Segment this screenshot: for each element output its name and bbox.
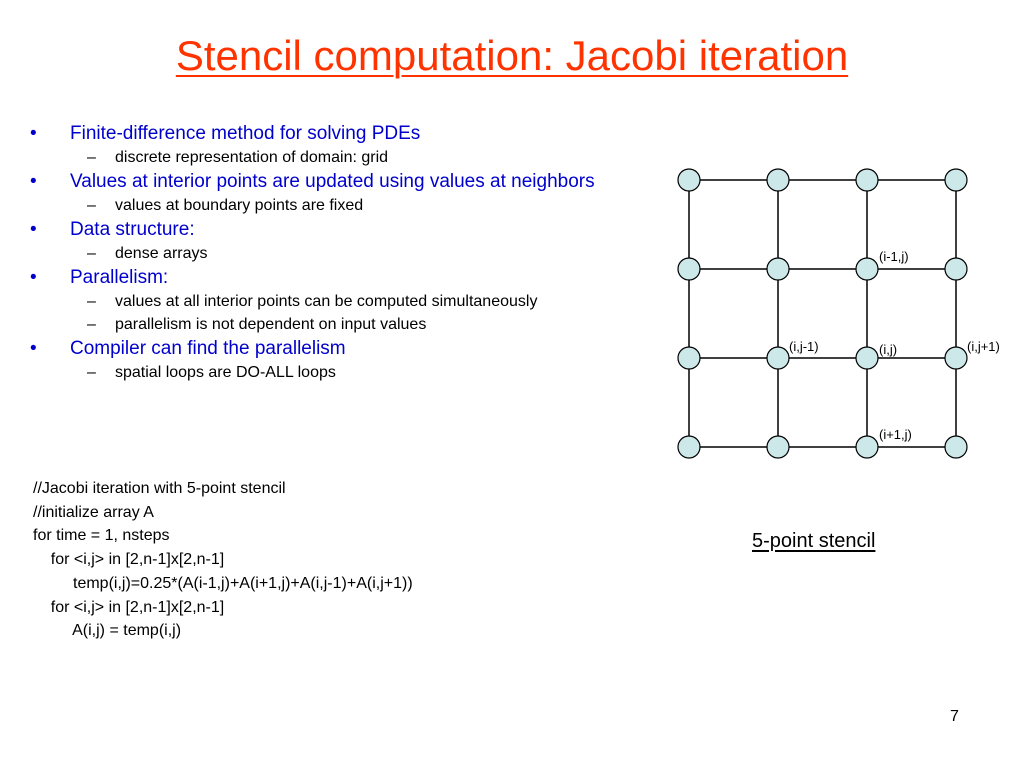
code-line: for time = 1, nsteps bbox=[33, 527, 170, 545]
grid-node bbox=[677, 435, 701, 459]
grid-node bbox=[766, 257, 790, 281]
bullet-item: • Values at interior points are updated … bbox=[30, 171, 660, 193]
grid-node bbox=[944, 435, 968, 459]
code-line: for <i,j> in [2,n-1]x[2,n-1] bbox=[33, 551, 225, 569]
stencil-grid-diagram: (i-1,j) (i,j-1) (i,j) (i,j+1) (i+1,j) bbox=[677, 168, 1000, 459]
bullet-marker: • bbox=[30, 171, 37, 192]
sub-bullet-text: discrete representation of domain: grid bbox=[115, 149, 389, 166]
label-north: (i-1,j) bbox=[879, 249, 909, 264]
grid-node bbox=[677, 257, 701, 281]
sub-bullet-marker: – bbox=[87, 245, 96, 262]
bullet-item: • Compiler can find the parallelism bbox=[30, 338, 660, 360]
grid-lines bbox=[688, 179, 957, 448]
grid-node bbox=[677, 346, 701, 370]
label-east: (i,j+1) bbox=[967, 339, 1000, 354]
bullet-list: • Finite-difference method for solving P… bbox=[30, 120, 660, 385]
grid-nodes bbox=[677, 168, 968, 459]
sub-bullet-item: – spatial loops are DO-ALL loops bbox=[30, 362, 660, 383]
bullet-marker: • bbox=[30, 267, 37, 288]
code-line: temp(i,j)=0.25*(A(i-1,j)+A(i+1,j)+A(i,j-… bbox=[33, 574, 413, 592]
sub-bullet-item: – values at all interior points can be c… bbox=[30, 291, 660, 312]
bullet-text: Finite-difference method for solving PDE… bbox=[70, 123, 421, 144]
sub-bullet-text: spatial loops are DO-ALL loops bbox=[115, 364, 336, 381]
grid-node bbox=[677, 168, 701, 192]
bullet-item: • Data structure: bbox=[30, 219, 660, 241]
grid-node bbox=[766, 435, 790, 459]
sub-bullet-text: values at boundary points are fixed bbox=[115, 197, 364, 214]
page-number: 7 bbox=[950, 708, 959, 725]
sub-bullet-marker: – bbox=[87, 293, 96, 310]
sub-bullet-text: parallelism is not dependent on input va… bbox=[115, 316, 427, 333]
sub-bullet-item: – parallelism is not dependent on input … bbox=[30, 314, 660, 335]
code-line: //Jacobi iteration with 5-point stencil bbox=[33, 480, 286, 497]
code-block: //Jacobi iteration with 5-point stencil … bbox=[33, 477, 413, 643]
sub-bullet-text: dense arrays bbox=[115, 245, 208, 262]
code-line: for <i,j> in [2,n-1]x[2,n-1] bbox=[33, 598, 225, 616]
bullet-marker: • bbox=[30, 219, 37, 240]
bullet-text: Values at interior points are updated us… bbox=[70, 171, 595, 192]
grid-node bbox=[855, 168, 879, 192]
bullet-text: Compiler can find the parallelism bbox=[70, 338, 346, 359]
grid-node bbox=[944, 257, 968, 281]
label-west: (i,j-1) bbox=[789, 339, 819, 354]
bullet-text: Data structure: bbox=[70, 219, 195, 240]
code-line: //initialize array A bbox=[33, 503, 154, 521]
grid-node bbox=[944, 168, 968, 192]
grid-node bbox=[855, 346, 879, 370]
sub-bullet-marker: – bbox=[87, 197, 96, 214]
grid-node bbox=[855, 435, 879, 459]
grid-node bbox=[944, 346, 968, 370]
sub-bullet-marker: – bbox=[87, 149, 96, 166]
grid-node bbox=[766, 168, 790, 192]
slide-title: Stencil computation: Jacobi iteration bbox=[175, 32, 849, 79]
grid-node bbox=[766, 346, 790, 370]
sub-bullet-item: – dense arrays bbox=[30, 243, 660, 264]
bullet-item: • Finite-difference method for solving P… bbox=[30, 123, 660, 145]
bullet-marker: • bbox=[30, 123, 37, 144]
diagram-caption: 5-point stencil bbox=[752, 530, 876, 552]
label-center: (i,j) bbox=[879, 342, 897, 357]
bullet-marker: • bbox=[30, 338, 37, 359]
sub-bullet-marker: – bbox=[87, 364, 96, 381]
grid-node bbox=[855, 257, 879, 281]
sub-bullet-item: – discrete representation of domain: gri… bbox=[30, 147, 660, 168]
bullet-item: • Parallelism: bbox=[30, 267, 660, 289]
sub-bullet-marker: – bbox=[87, 316, 96, 333]
sub-bullet-item: – values at boundary points are fixed bbox=[30, 195, 660, 216]
code-line: A(i,j) = temp(i,j) bbox=[33, 622, 182, 640]
sub-bullet-text: values at all interior points can be com… bbox=[115, 293, 538, 310]
label-south: (i+1,j) bbox=[879, 427, 912, 442]
bullet-text: Parallelism: bbox=[70, 267, 169, 288]
